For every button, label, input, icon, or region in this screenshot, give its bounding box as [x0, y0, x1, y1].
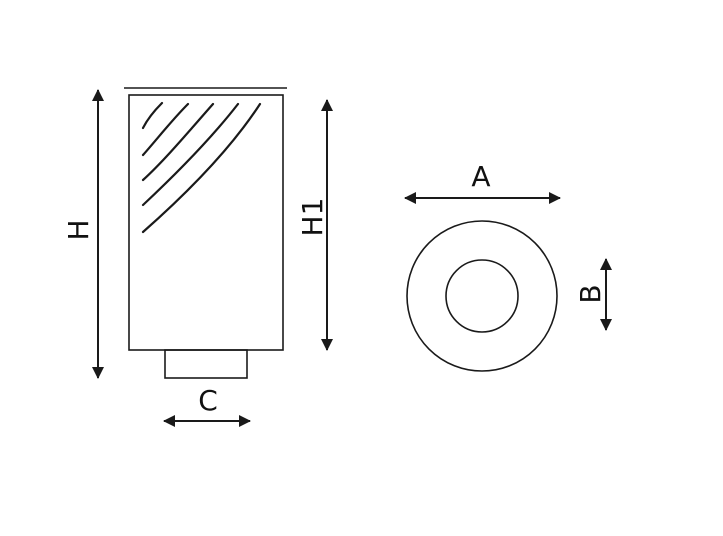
dimension-c-label: C — [198, 384, 218, 417]
glass-reflection-hatching — [141, 101, 262, 234]
dimension-h: H — [62, 89, 104, 379]
dimension-a-label: A — [471, 160, 490, 193]
inner-hole — [445, 259, 519, 333]
dimension-h1-label: H1 — [296, 198, 329, 237]
filter-neck — [164, 349, 248, 379]
dimension-a: A — [404, 160, 561, 204]
dimension-b: B — [574, 258, 612, 331]
dimension-b-label: B — [574, 284, 607, 303]
dimension-h-label: H — [62, 219, 95, 240]
side-view — [124, 87, 287, 379]
dimension-h1: H1 — [296, 99, 333, 351]
dimension-c: C — [163, 384, 251, 427]
top-view — [406, 220, 558, 372]
outer-ring — [406, 220, 558, 372]
